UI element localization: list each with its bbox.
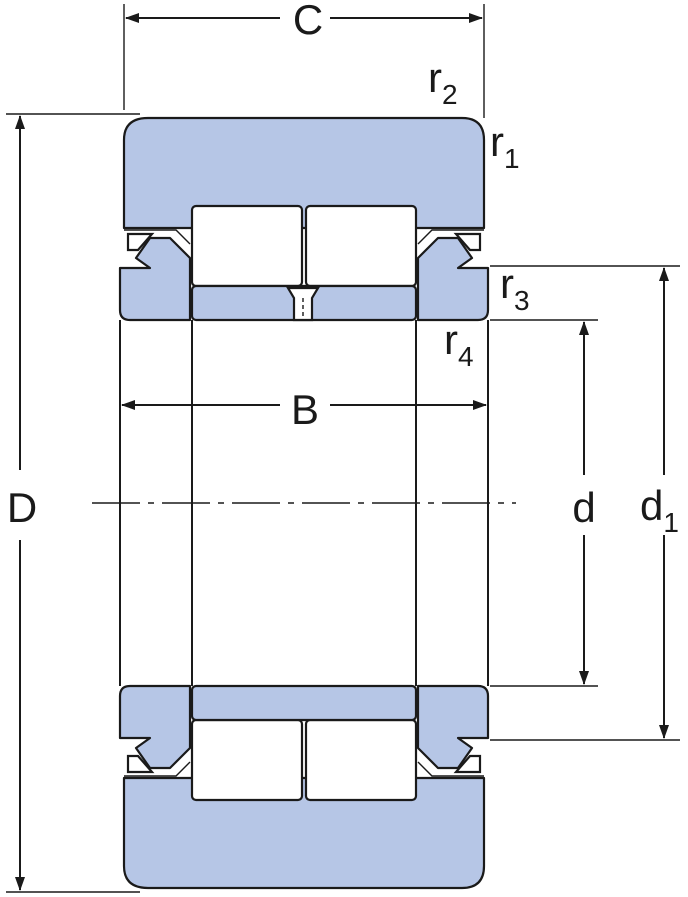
roller-top-left	[190, 204, 304, 288]
side-washer-top-left	[118, 229, 192, 322]
label-r4: r4	[444, 316, 474, 372]
roller-row-bottom	[190, 718, 418, 802]
dimension-d	[490, 319, 598, 687]
roller-row-top	[190, 204, 418, 288]
outer-ring-bottom	[122, 776, 486, 890]
outer-ring-top	[122, 116, 486, 230]
label-C: C	[293, 0, 323, 43]
side-washer-bottom-left	[118, 684, 192, 777]
label-r3: r3	[500, 260, 530, 316]
label-d1: d1	[640, 482, 679, 538]
roller-bottom-left	[190, 718, 304, 802]
roller-bottom-right	[304, 718, 418, 802]
label-D: D	[7, 484, 37, 531]
dimension-D	[6, 113, 140, 893]
inner-ring-bottom	[190, 684, 418, 722]
side-washer-bottom-right	[416, 684, 490, 777]
dimension-C	[123, 4, 485, 118]
roller-top-right	[304, 204, 418, 288]
label-d: d	[572, 484, 595, 531]
inner-ring-top	[190, 284, 418, 322]
lubrication-hole	[286, 286, 320, 322]
label-r1: r1	[490, 118, 520, 174]
dimension-d1	[490, 265, 680, 741]
label-r2: r2	[428, 54, 458, 110]
label-B: B	[291, 386, 319, 433]
side-washer-top-right	[416, 229, 490, 322]
